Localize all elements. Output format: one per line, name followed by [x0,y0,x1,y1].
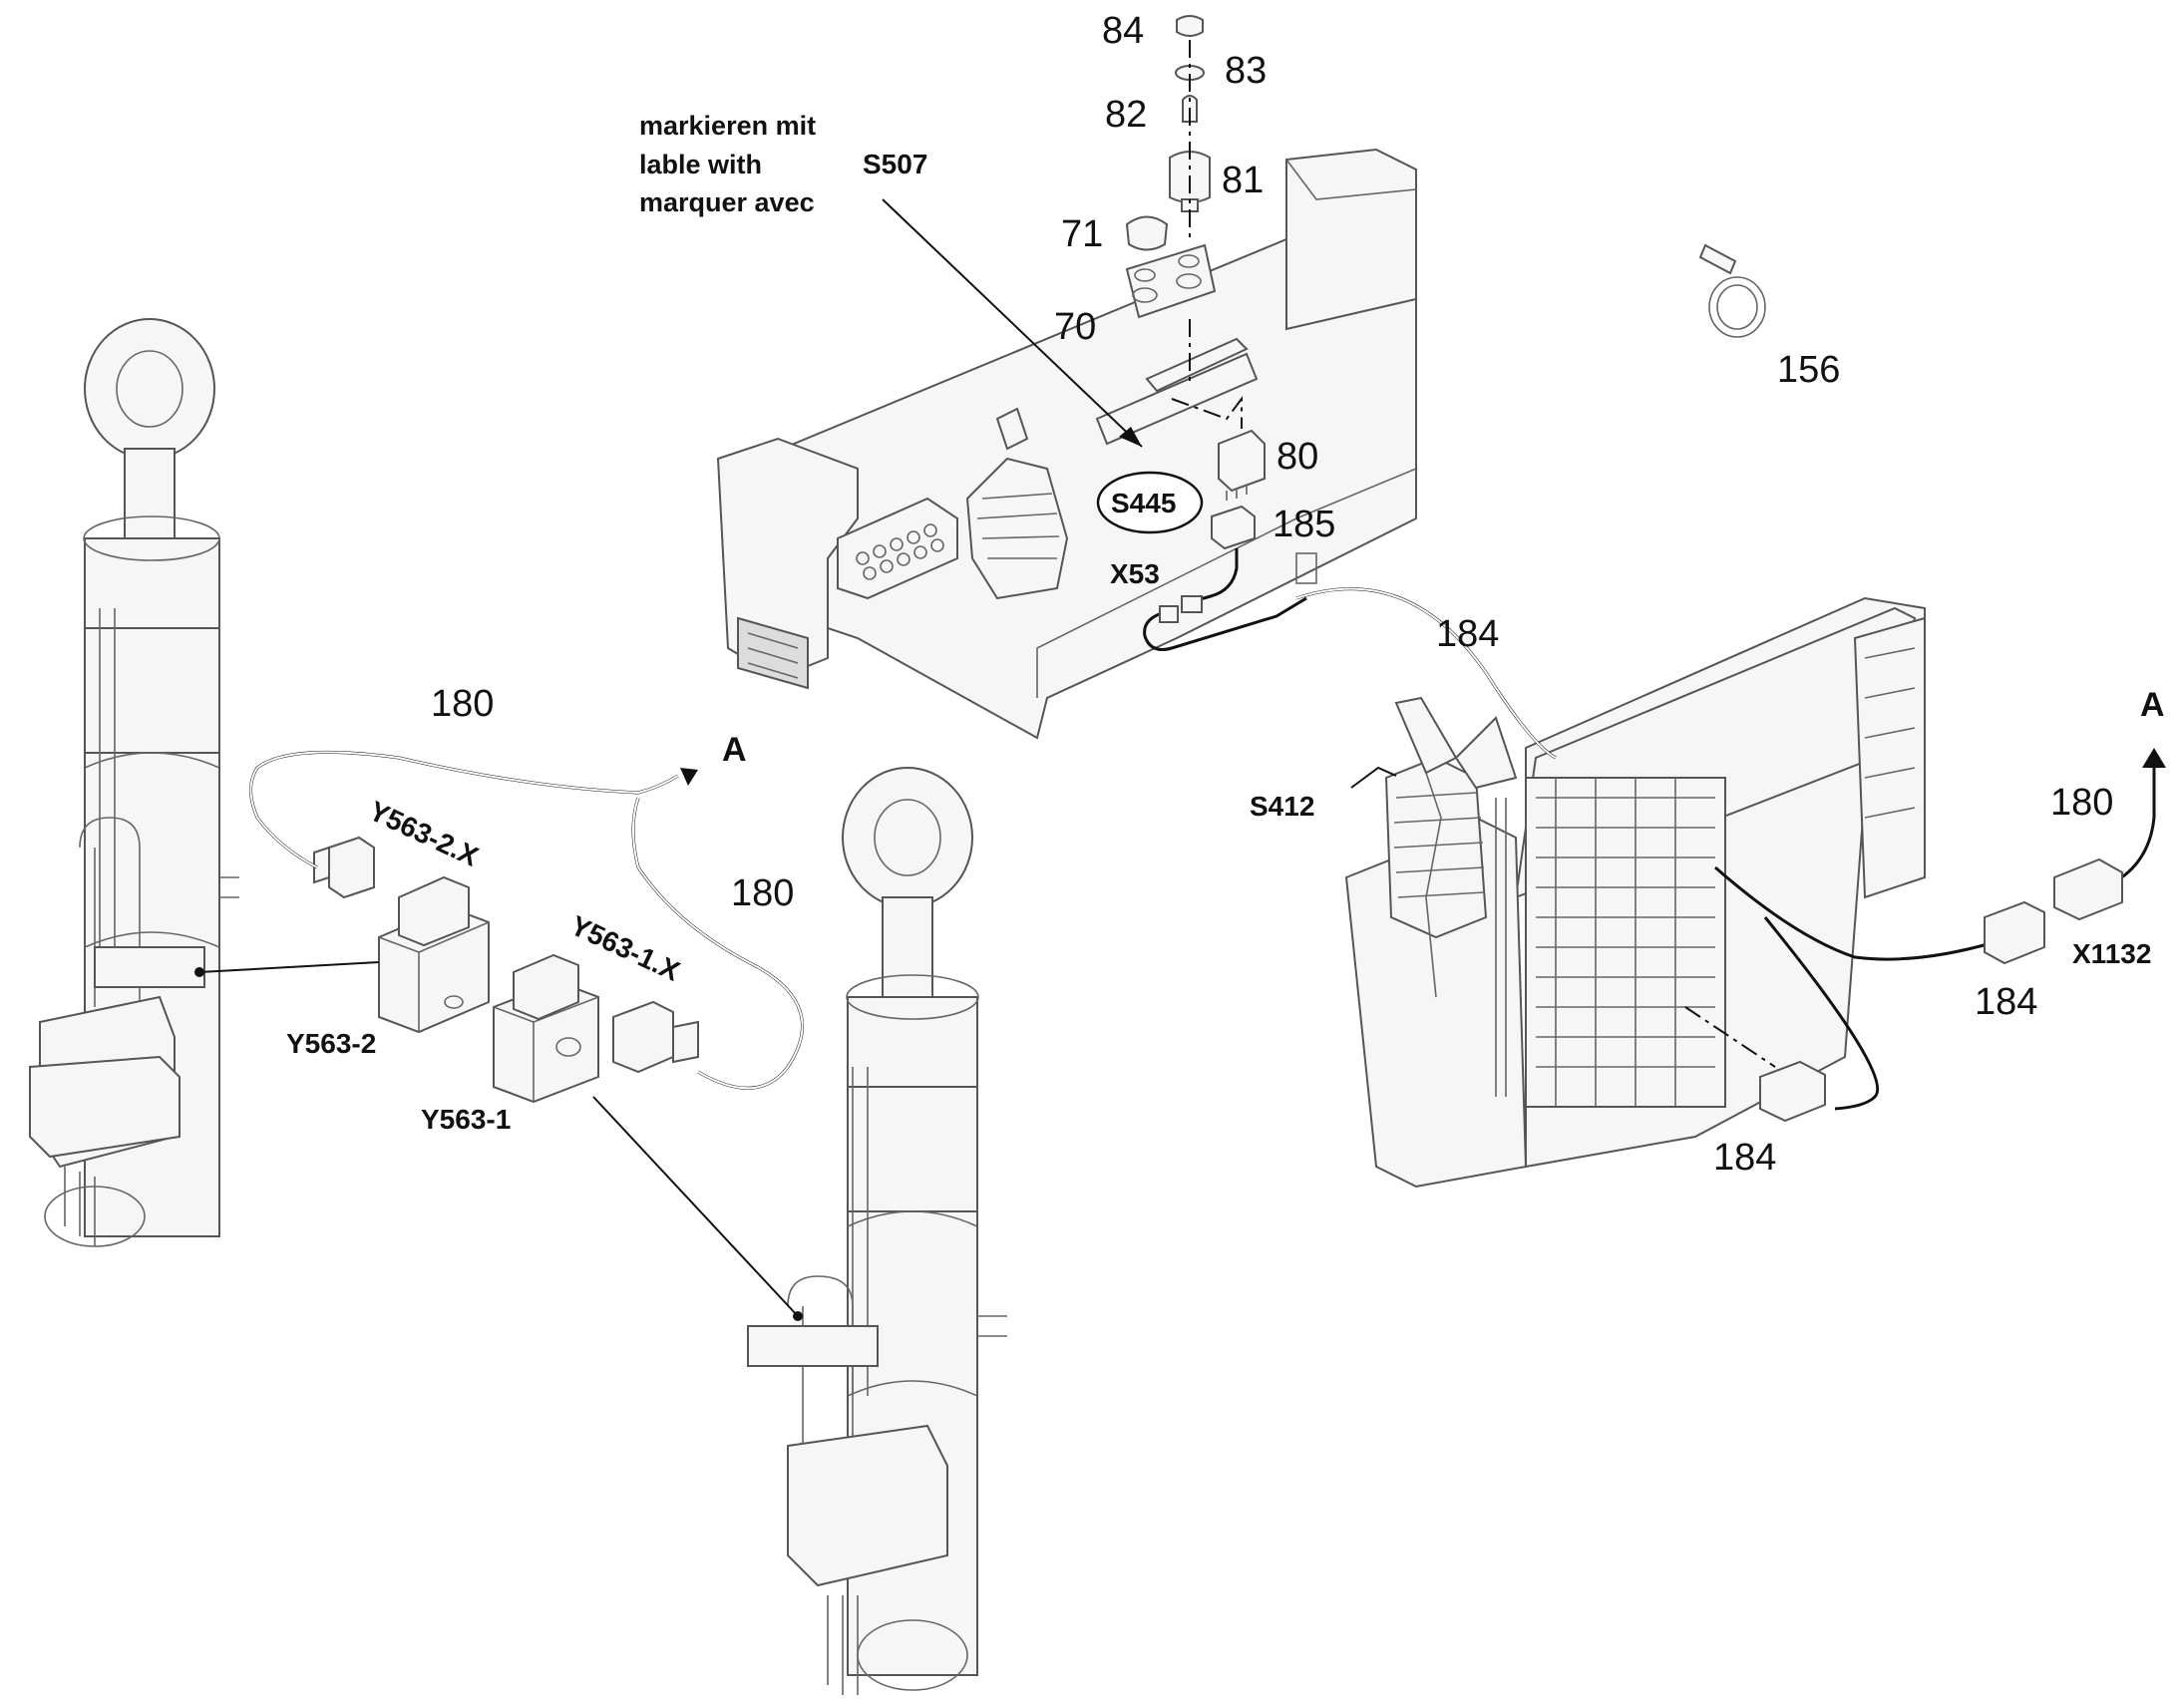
label-82: 82 [1105,94,1147,136]
connector-185 [1211,505,1256,550]
label-s412: S412 [1250,791,1314,822]
label-185: 185 [1272,504,1335,545]
label-a-left: A [722,731,747,769]
note-line-3: marquer avec [639,187,815,217]
label-80: 80 [1276,436,1318,478]
plate-70 [1125,243,1217,319]
label-81: 81 [1222,160,1264,201]
cylinder-left [29,318,239,1247]
connector-184-a [1984,900,2045,965]
connector-y563-1x [612,1000,674,1074]
label-184-mid: 184 [1975,981,2037,1023]
top-parts-stack [1125,15,1217,319]
label-y563-1: Y563-1 [421,1104,511,1135]
label-x53: X53 [1110,558,1160,589]
connector-x1132 [2053,857,2123,921]
cylinder-center [747,767,1007,1695]
label-180-right: 180 [2050,782,2113,824]
label-x1132: X1132 [2072,938,2151,969]
valve-y563-1 [493,953,599,1104]
label-184-top: 184 [1436,613,1499,655]
label-180-top: 180 [431,683,494,725]
operator-console [716,148,1417,740]
right-harness [1684,748,2166,1123]
valve-y563-2 [378,875,490,1034]
right-console [1344,596,1926,1189]
switch-80 [1218,429,1266,493]
label-70: 70 [1054,306,1096,348]
label-s507: S507 [863,149,927,179]
label-180-mid: 180 [731,872,794,914]
s445-callout [1096,471,1204,534]
cable-180 [249,750,804,1090]
label-y563-2x: Y563-2.X [364,795,483,872]
connector-y563-2x [328,836,375,899]
cable-tie-156 [1698,243,1766,338]
label-s445: S445 [1111,488,1176,518]
label-184-bot: 184 [1713,1137,1776,1179]
label-156: 156 [1777,349,1840,391]
cap-71 [1125,215,1169,251]
label-83: 83 [1225,50,1267,92]
label-y563-1x: Y563-1.X [565,909,684,987]
label-84: 84 [1102,10,1144,52]
cap-84 [1176,15,1204,37]
label-a-right: A [2140,686,2165,724]
label-71: 71 [1061,213,1103,255]
connector-184-b [1759,1060,1826,1123]
note-line-1: markieren mit [639,111,816,141]
label-y563-2: Y563-2 [286,1028,376,1059]
note-line-2: lable with [639,150,762,179]
